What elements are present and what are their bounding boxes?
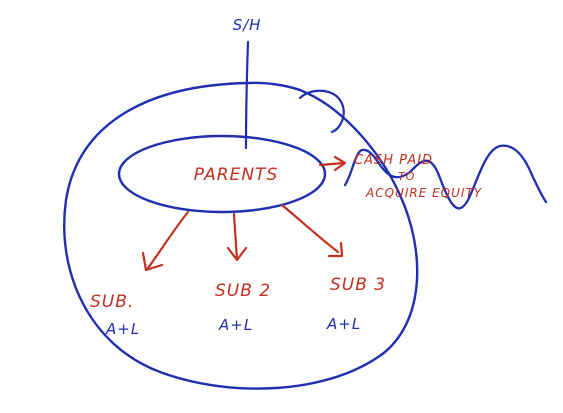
parent-ellipse	[117, 134, 327, 214]
sub3-detail: A+L	[326, 315, 361, 333]
cash-label-line2: TO	[398, 170, 415, 183]
cash-label-line3: ACQUIRE EQUITY	[365, 186, 483, 200]
sub3-label: SUB 3	[330, 275, 386, 295]
sub2-detail: A+L	[218, 316, 253, 334]
group-outer-boundary	[63, 81, 419, 390]
shareholder-line	[244, 40, 250, 150]
arrow-to-sub3-head	[327, 241, 344, 258]
wave-line	[343, 144, 548, 210]
boundary-hook	[298, 89, 345, 134]
sub1-label: SUB.	[90, 292, 134, 312]
shareholder-label: S/H	[233, 16, 262, 34]
sub1-detail: A+L	[105, 320, 140, 338]
arrow-to-sub2	[232, 212, 239, 260]
arrow-to-cash	[318, 161, 346, 167]
arrow-to-cash-head	[333, 155, 347, 172]
cash-label-line1: CASH PAID	[354, 153, 433, 168]
arrow-to-sub1	[146, 210, 190, 270]
parent-label: PARENTS	[194, 165, 278, 185]
sub2-label: SUB 2	[215, 281, 271, 301]
arrow-to-sub2-head	[226, 246, 248, 262]
arrow-to-sub1-head	[141, 251, 164, 272]
arrow-to-sub3	[280, 203, 340, 254]
